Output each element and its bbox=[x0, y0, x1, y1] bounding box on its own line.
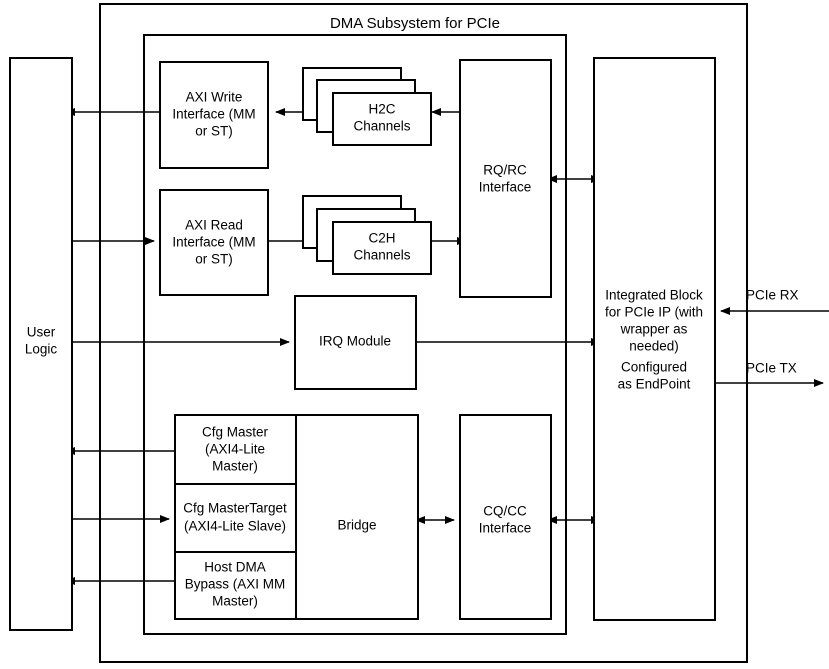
cqcc-label-line2: Interface bbox=[479, 521, 532, 536]
integrated-block-label-line5: Configured bbox=[621, 360, 687, 375]
integrated-block-label-line6: as EndPoint bbox=[618, 377, 691, 392]
h2c-stack-front bbox=[332, 92, 432, 146]
c2h-label-line2: Channels bbox=[353, 248, 410, 263]
diagram-title: DMA Subsystem for PCIe bbox=[330, 15, 500, 32]
irq-module-box bbox=[294, 295, 417, 390]
axi-write-label-line1: AXI Write bbox=[186, 90, 243, 105]
block-irq-module[interactable]: IRQ Module bbox=[294, 295, 417, 390]
user-logic-box bbox=[9, 57, 73, 631]
rqrc-box bbox=[459, 59, 552, 298]
cqcc-box bbox=[459, 414, 552, 620]
integrated-block-label-line1: Integrated Block bbox=[605, 288, 703, 303]
block-cqcc-interface[interactable]: CQ/CC Interface bbox=[459, 414, 552, 620]
host-bypass-label-line2: Bypass (AXI MM bbox=[185, 577, 286, 592]
block-integrated-pcie-ip[interactable]: Integrated Block for PCIe IP (with wrapp… bbox=[593, 57, 716, 621]
axi-write-label-line3: or ST) bbox=[195, 124, 233, 139]
cfg-target-label-line1: Cfg MasterTarget bbox=[183, 501, 287, 516]
axi-write-label-line2: Interface (MM bbox=[172, 107, 255, 122]
axi-read-box bbox=[159, 189, 269, 296]
block-rqrc-interface[interactable]: RQ/RC Interface bbox=[459, 59, 552, 298]
device-outline bbox=[99, 3, 748, 663]
integrated-block-label-line2: for PCIe IP (with bbox=[605, 305, 703, 320]
block-host-dma-bypass[interactable]: Host DMA Bypass (AXI MM Master) bbox=[185, 560, 286, 609]
axi-read-label-line1: AXI Read bbox=[185, 218, 243, 233]
axi-read-label-line3: or ST) bbox=[195, 252, 233, 267]
integrated-block-label-line3: wrapper as bbox=[620, 322, 688, 337]
integrated-block-label-line4: needed) bbox=[629, 339, 679, 354]
block-c2h-channels[interactable]: C2H Channels bbox=[302, 195, 432, 275]
user-logic-label-line2: Logic bbox=[25, 342, 58, 357]
irq-module-label: IRQ Module bbox=[319, 334, 391, 349]
block-h2c-channels[interactable]: H2C Channels bbox=[302, 67, 432, 146]
pcie-tx-label: PCIe TX bbox=[746, 361, 797, 376]
user-logic-label-line1: User bbox=[27, 325, 56, 340]
h2c-label-line1: H2C bbox=[368, 102, 395, 117]
block-axi-write-interface[interactable]: AXI Write Interface (MM or ST) bbox=[159, 61, 269, 169]
rqrc-label-line1: RQ/RC bbox=[483, 163, 527, 178]
dma-subsystem-outline bbox=[143, 34, 567, 635]
block-axi-read-interface[interactable]: AXI Read Interface (MM or ST) bbox=[159, 189, 269, 296]
block-cfg-master[interactable]: Cfg Master (AXI4-Lite Master) bbox=[202, 425, 269, 474]
block-user-logic[interactable]: User Logic bbox=[9, 57, 73, 631]
cfg-master-label-line2: (AXI4-Lite bbox=[205, 442, 265, 457]
integrated-block-box bbox=[593, 57, 716, 621]
block-bridge-group[interactable]: Bridge bbox=[174, 414, 419, 620]
axi-write-box bbox=[159, 61, 269, 169]
cfg-master-label-line3: Master) bbox=[212, 459, 258, 474]
bridge-label: Bridge bbox=[337, 518, 376, 533]
axi-read-label-line2: Interface (MM bbox=[172, 235, 255, 250]
c2h-stack-front bbox=[332, 221, 432, 275]
pcie-rx-label: PCIe RX bbox=[746, 288, 799, 303]
cqcc-label-line1: CQ/CC bbox=[483, 504, 527, 519]
rqrc-label-line2: Interface bbox=[479, 180, 532, 195]
cfg-target-label-line2: (AXI4-Lite Slave) bbox=[184, 519, 286, 534]
h2c-label-line2: Channels bbox=[353, 119, 410, 134]
block-cfg-master-target[interactable]: Cfg MasterTarget (AXI4-Lite Slave) bbox=[183, 501, 287, 534]
host-bypass-label-line3: Master) bbox=[212, 594, 258, 609]
c2h-label-line1: C2H bbox=[368, 231, 395, 246]
cfg-master-label-line1: Cfg Master bbox=[202, 425, 269, 440]
host-bypass-label-line1: Host DMA bbox=[204, 560, 266, 575]
